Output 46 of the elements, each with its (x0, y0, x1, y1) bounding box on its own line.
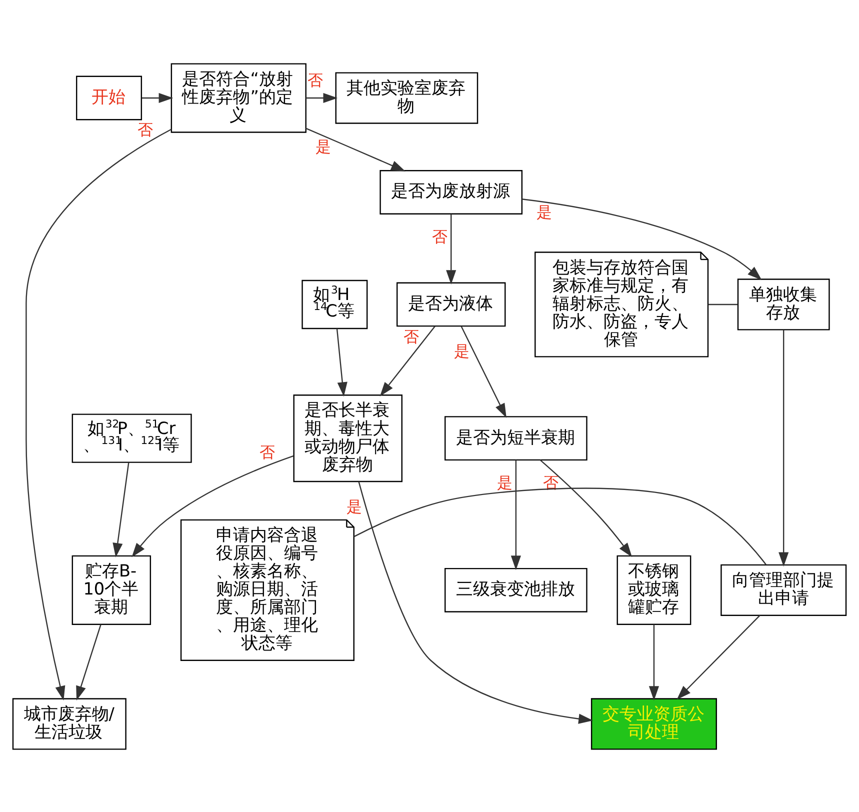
edge-label: 否 (137, 120, 154, 139)
edge-label: 是 (346, 497, 363, 516)
node-box: 是否为液体 (396, 282, 506, 326)
node-box: 交专业资质公司处理 (590, 698, 717, 750)
arrow (380, 325, 436, 396)
arrow (540, 458, 632, 557)
arrow (358, 481, 594, 724)
edge-label: 否 (404, 328, 420, 346)
arrow (460, 325, 506, 418)
edge-label: 否 (308, 70, 324, 89)
node-box: 是否为废放射源 (380, 170, 523, 214)
edge-label: 是 (454, 342, 470, 360)
edge-label: 否 (432, 228, 448, 246)
node-box: 是否为短半衰期 (444, 416, 588, 460)
arrow (522, 198, 762, 280)
edge-label: 是 (496, 473, 513, 492)
arrow (306, 127, 406, 171)
arrow (510, 459, 521, 570)
arrow (76, 624, 102, 700)
node-box: 向管理部门提出申请 (720, 564, 847, 616)
arrow (676, 614, 760, 700)
node-box: 其他实验室废弃物 (335, 72, 478, 124)
node-box: 开始 (76, 75, 142, 120)
node-box: 是否符合“放射性废弃物”的定义 (170, 62, 306, 132)
node-box: 是否长半衰期、毒性大或动物尸体废弃物 (293, 394, 402, 482)
arrow (26, 128, 172, 700)
arrow (132, 454, 294, 557)
node-box: 单独收集存放 (737, 278, 830, 330)
edge-label: 是 (536, 202, 552, 221)
edge-label: 否 (542, 474, 559, 492)
node-box: 如$^{3}$H $^{14}$C等 (302, 279, 368, 329)
arrow (648, 624, 660, 700)
arrow (306, 92, 338, 103)
arrow (142, 92, 174, 103)
edge-label: 是 (316, 138, 332, 156)
node-box: 城市废弃物/生活垃圾 (12, 698, 126, 750)
node-box: 不锈钢或玻璃罐贮存 (616, 554, 692, 624)
arrow (778, 329, 789, 566)
connector (708, 303, 738, 305)
arrow (446, 214, 456, 284)
arrow (112, 462, 130, 557)
edge-label: 否 (259, 443, 276, 462)
arrow (336, 328, 348, 396)
node-box: 贮存B-10个半衰期 (72, 554, 152, 624)
node-box: 三级衰变池排放 (444, 567, 588, 612)
connector (354, 487, 766, 564)
